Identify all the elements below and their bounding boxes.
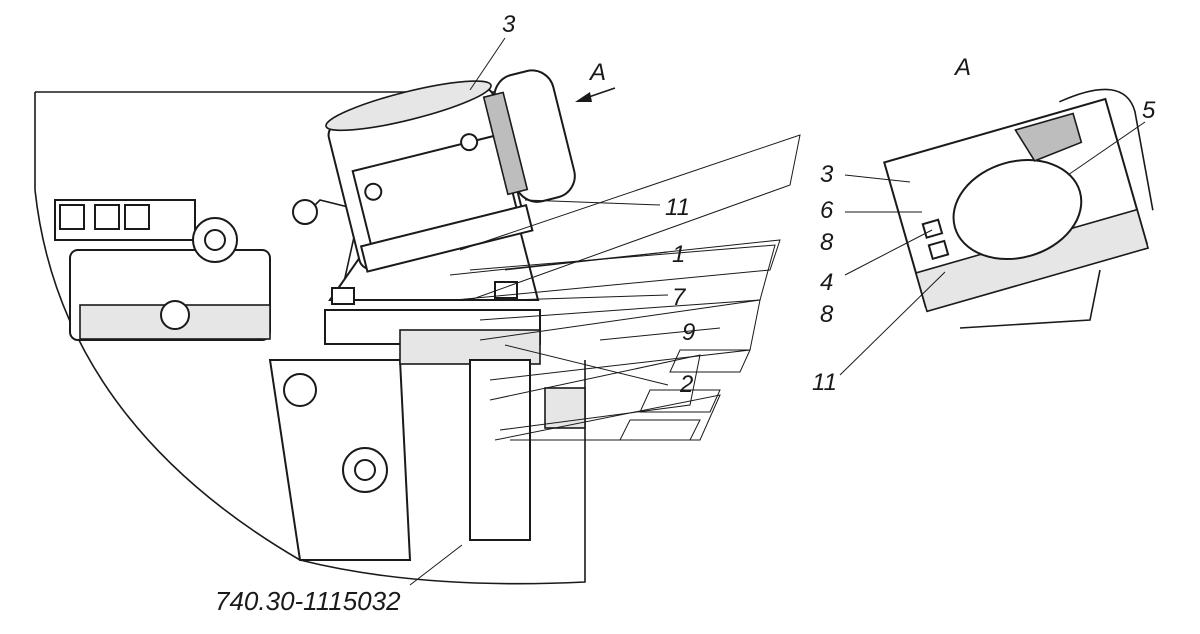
bolt-head-2 (94, 204, 120, 230)
callout-1: 1 (672, 241, 685, 268)
detail-callout-8-upper: 8 (820, 229, 834, 256)
part-number: 740.30-1115032 (215, 586, 401, 616)
detail-body-outline (959, 269, 1101, 329)
view-arrow: A (575, 59, 616, 102)
main-view: A 3 11 1 7 9 2 740.30-1115032 (34, 11, 801, 616)
filter-top (325, 80, 492, 132)
engine-block (54, 199, 412, 561)
arrow-head (575, 92, 592, 102)
pipe-nut (292, 199, 318, 225)
bolt-head-3 (124, 204, 150, 230)
callout-9: 9 (682, 319, 695, 346)
detail-callout-6: 6 (820, 197, 834, 224)
guide-panels (449, 134, 801, 441)
cap-ring (482, 91, 529, 196)
detail-callout-8-lower: 8 (820, 301, 834, 328)
detail-filter (883, 88, 1154, 313)
detail-callout-5: 5 (1142, 97, 1156, 124)
detail-nut (921, 218, 944, 239)
block-casting (268, 359, 412, 561)
support-column (469, 359, 531, 541)
clamp-base (359, 204, 534, 273)
detail-leader-lines (839, 121, 1146, 376)
detail-strap (1059, 88, 1154, 211)
callout-11: 11 (665, 194, 690, 221)
detail-cap-section (1014, 112, 1083, 162)
detail-view-title: A (953, 54, 971, 81)
filter-assembly (325, 69, 576, 273)
detail-washer (927, 239, 950, 261)
view-arrow-label: A (588, 59, 606, 86)
callout-2: 2 (679, 371, 693, 398)
callout-3: 3 (502, 11, 516, 38)
rail-nut (160, 300, 190, 330)
detail-filter-element (952, 159, 1083, 261)
lower-bolt (544, 387, 586, 429)
callout-7: 7 (672, 284, 687, 311)
casting-boss-1 (283, 373, 317, 407)
detail-callout-4: 4 (820, 269, 833, 296)
bracket-bolt-left (331, 287, 355, 305)
banjo-bolt (204, 229, 226, 251)
bolt-head-1 (59, 204, 85, 230)
detail-callout-11: 11 (812, 369, 837, 396)
clamp-nut-2 (460, 133, 479, 152)
bracket-bolt-right (494, 281, 518, 299)
part-number-leader (409, 544, 463, 586)
fuel-rail (79, 304, 271, 340)
detail-view: A 5 3 6 8 4 8 11 (812, 54, 1156, 396)
detail-callout-3: 3 (820, 161, 834, 188)
spacer-plate (399, 329, 541, 365)
clamp-nut-1 (364, 182, 383, 201)
casting-boss-2-hole (354, 459, 376, 481)
